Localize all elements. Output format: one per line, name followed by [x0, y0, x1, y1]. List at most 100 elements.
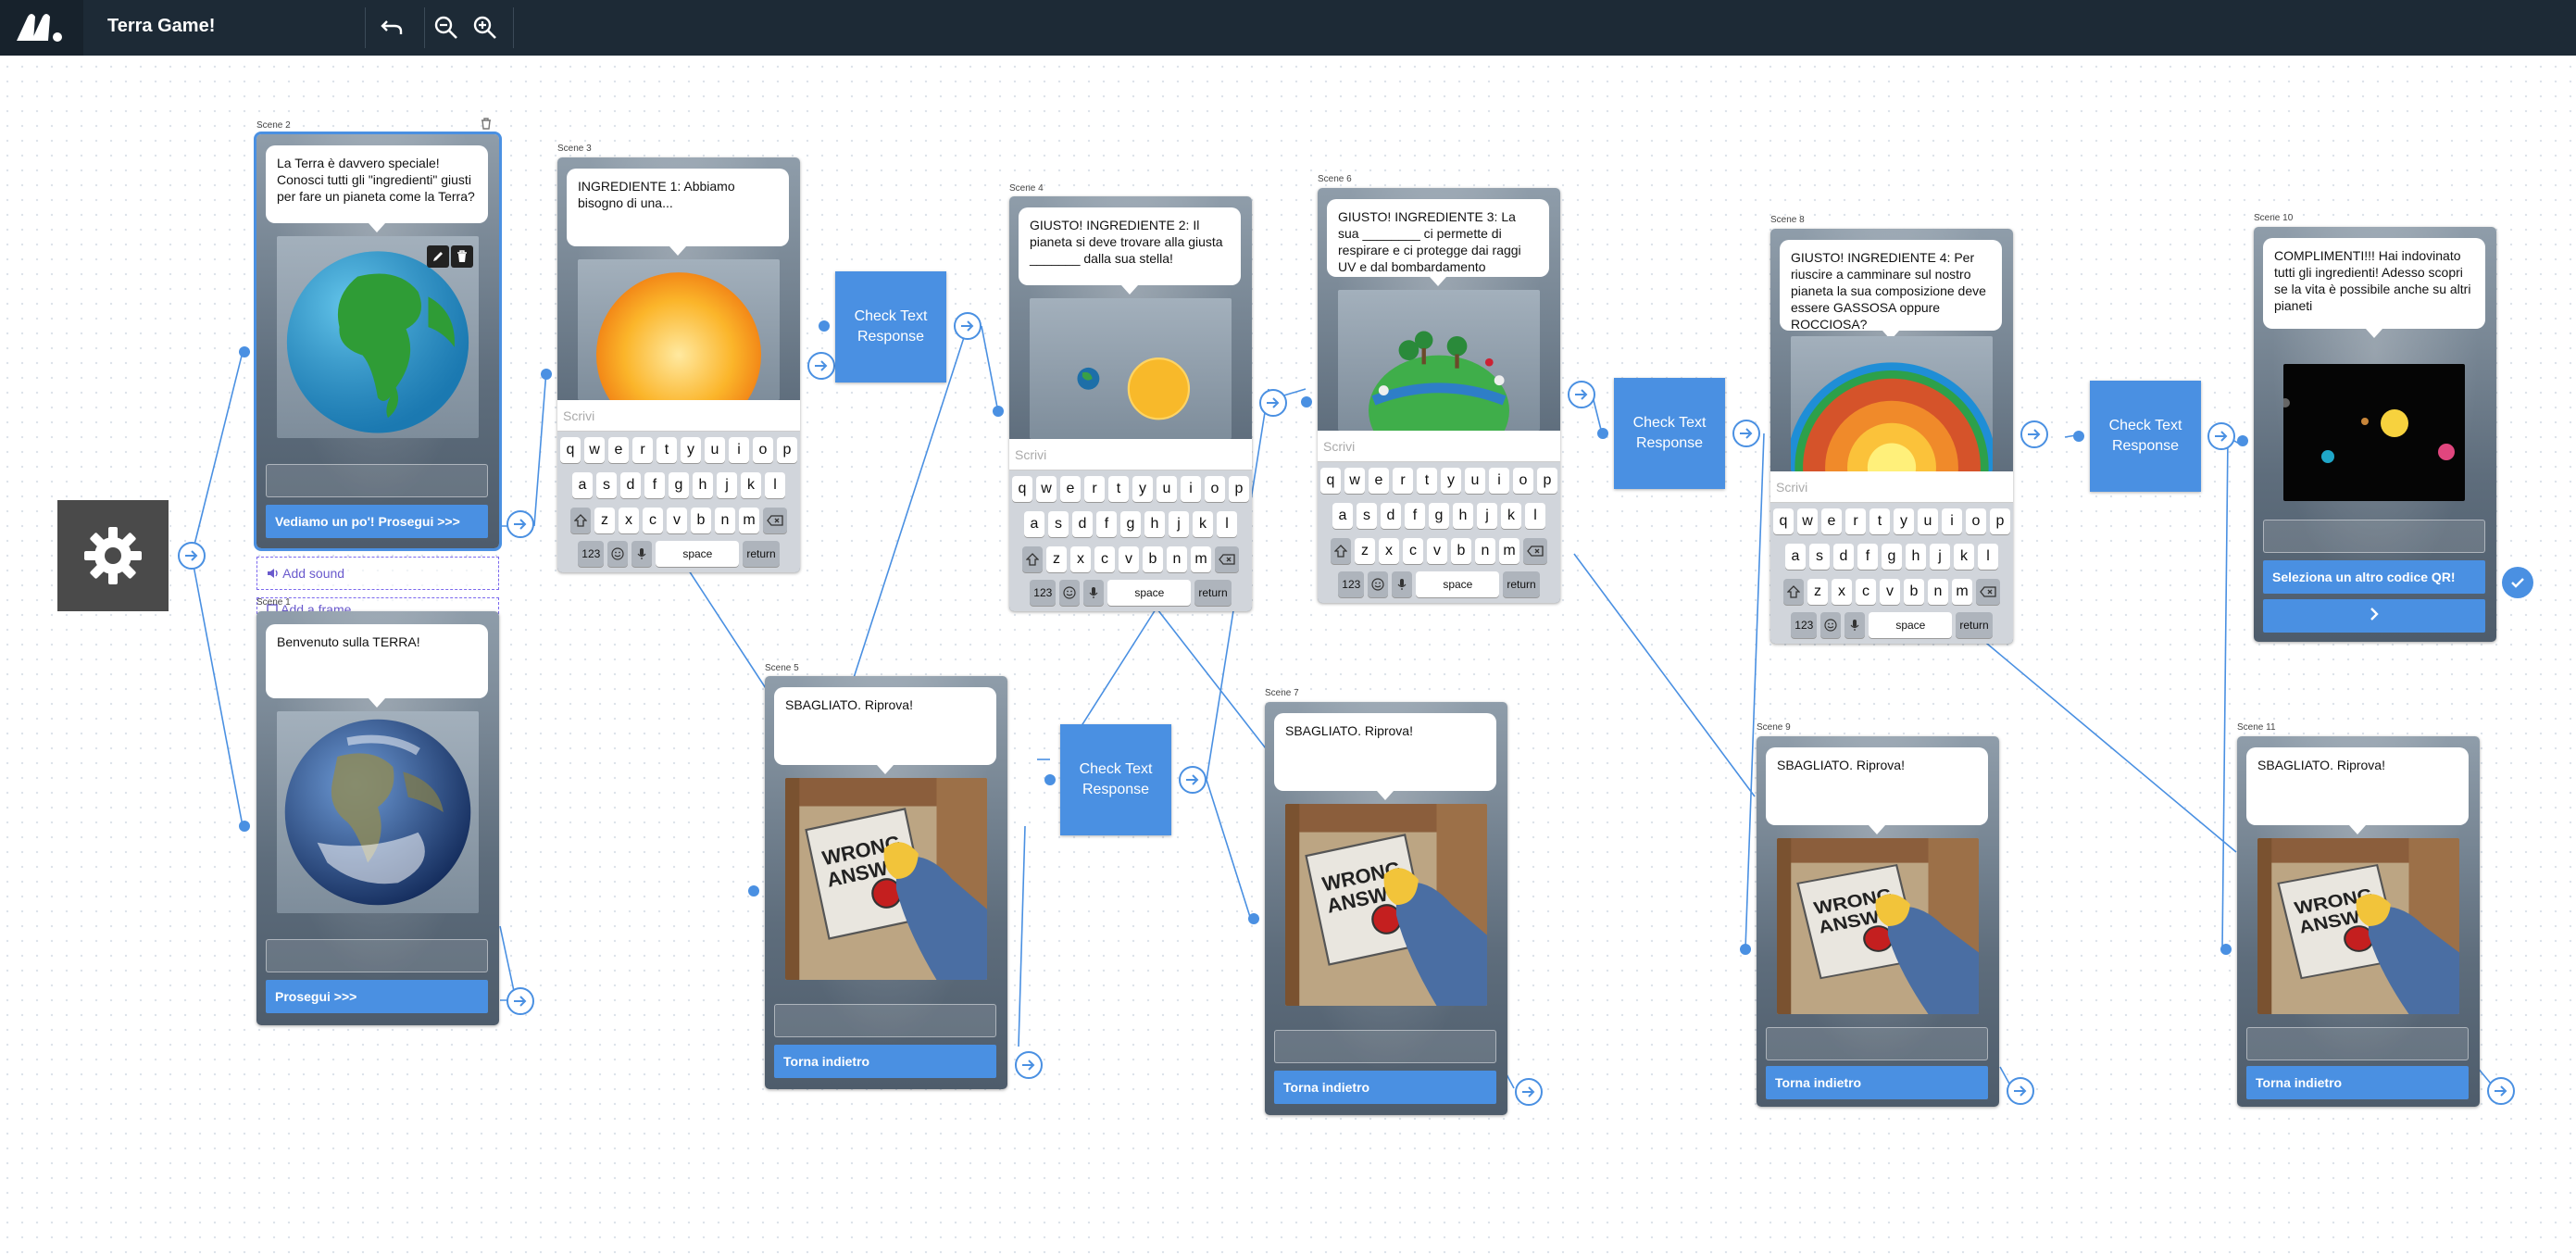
- keyboard-key[interactable]: i: [1489, 468, 1509, 494]
- keyboard-key[interactable]: t: [657, 437, 677, 463]
- backspace-key[interactable]: [763, 508, 787, 533]
- shift-key[interactable]: [1022, 546, 1043, 572]
- keyboard-key[interactable]: c: [1856, 579, 1876, 605]
- return-key[interactable]: return: [1503, 571, 1540, 597]
- scene-button[interactable]: Seleziona un altro codice QR!: [2263, 560, 2485, 594]
- keyboard-text-input[interactable]: Scrivi: [1318, 431, 1560, 462]
- keyboard-key[interactable]: b: [1451, 538, 1471, 564]
- keyboard-key[interactable]: z: [1046, 546, 1067, 572]
- keyboard-key[interactable]: a: [1785, 544, 1806, 570]
- emoji-key[interactable]: [1820, 612, 1842, 638]
- scene-input-dot[interactable]: [1740, 944, 1751, 955]
- keyboard-key[interactable]: m: [739, 508, 759, 533]
- add-sound-option[interactable]: Add sound: [256, 557, 499, 590]
- keyboard-key[interactable]: o: [753, 437, 773, 463]
- keyboard-key[interactable]: k: [1954, 544, 1974, 570]
- keyboard-key[interactable]: u: [1465, 468, 1485, 494]
- keyboard-key[interactable]: o: [1966, 508, 1986, 534]
- keyboard-key[interactable]: b: [1904, 579, 1924, 605]
- keyboard-key[interactable]: e: [608, 437, 629, 463]
- microphone-key[interactable]: [1392, 571, 1413, 597]
- keyboard-key[interactable]: s: [1809, 544, 1830, 570]
- keyboard-key[interactable]: u: [1918, 508, 1938, 534]
- keyboard-key[interactable]: f: [1857, 544, 1878, 570]
- trash-icon[interactable]: [480, 117, 493, 130]
- keyboard-key[interactable]: s: [1357, 503, 1377, 529]
- scene9-output-port[interactable]: [2007, 1077, 2034, 1105]
- node-input-dot[interactable]: [1597, 428, 1608, 439]
- keyboard-text-input[interactable]: Scrivi: [1770, 471, 2013, 503]
- keyboard-key[interactable]: p: [1229, 476, 1249, 502]
- keyboard-key[interactable]: n: [1475, 538, 1495, 564]
- keyboard-key[interactable]: n: [1167, 546, 1187, 572]
- scene-input-dot[interactable]: [239, 821, 250, 832]
- keyboard-key[interactable]: f: [1405, 503, 1425, 529]
- scene2-output-port[interactable]: [506, 510, 534, 538]
- keyboard-key[interactable]: w: [1344, 468, 1365, 494]
- keyboard-key[interactable]: m: [1191, 546, 1211, 572]
- keyboard-key[interactable]: o: [1513, 468, 1533, 494]
- check3-output-port[interactable]: [1732, 420, 1760, 447]
- scene-card[interactable]: Benvenuto sulla TERRA! Prosegui >>>: [256, 611, 499, 1025]
- keyboard-key[interactable]: t: [1869, 508, 1890, 534]
- space-key[interactable]: space: [1416, 571, 1500, 597]
- backspace-key[interactable]: [1976, 579, 2000, 605]
- keyboard-key[interactable]: a: [1024, 511, 1044, 537]
- keyboard-key[interactable]: x: [1070, 546, 1091, 572]
- backspace-key[interactable]: [1215, 546, 1239, 572]
- keyboard-key[interactable]: g: [1120, 511, 1141, 537]
- scene11-output-port[interactable]: [2487, 1077, 2515, 1105]
- shift-key[interactable]: [1783, 579, 1804, 605]
- keyboard-key[interactable]: x: [1832, 579, 1852, 605]
- space-key[interactable]: space: [1869, 612, 1953, 638]
- keyboard-key[interactable]: h: [693, 472, 713, 498]
- keyboard-key[interactable]: x: [1379, 538, 1399, 564]
- keyboard-key[interactable]: l: [765, 472, 785, 498]
- keyboard-key[interactable]: d: [1833, 544, 1854, 570]
- numbers-key[interactable]: 123: [1030, 580, 1057, 606]
- keyboard-key[interactable]: w: [584, 437, 605, 463]
- keyboard-key[interactable]: h: [1906, 544, 1926, 570]
- scene-input-dot[interactable]: [2220, 944, 2232, 955]
- keyboard-key[interactable]: m: [1952, 579, 1972, 605]
- keyboard-key[interactable]: g: [1429, 503, 1449, 529]
- scene-card[interactable]: GIUSTO! INGREDIENTE 4: Per riuscire a ca…: [1770, 229, 2013, 644]
- scene-button[interactable]: Torna indietro: [1766, 1066, 1988, 1099]
- scene4-output-port[interactable]: [1259, 389, 1287, 417]
- app-logo[interactable]: [0, 0, 83, 56]
- scene-button[interactable]: Torna indietro: [774, 1045, 996, 1078]
- keyboard-key[interactable]: d: [1072, 511, 1093, 537]
- emoji-key[interactable]: [607, 541, 629, 567]
- keyboard-key[interactable]: v: [1427, 538, 1447, 564]
- keyboard-key[interactable]: n: [715, 508, 735, 533]
- scene-card[interactable]: GIUSTO! INGREDIENTE 2: Il pianeta si dev…: [1009, 196, 1252, 611]
- keyboard-key[interactable]: j: [1169, 511, 1189, 537]
- keyboard-key[interactable]: p: [1537, 468, 1557, 494]
- scene1-output-port[interactable]: [506, 987, 534, 1015]
- backspace-key[interactable]: [1523, 538, 1547, 564]
- scene-button[interactable]: Prosegui >>>: [266, 980, 488, 1013]
- scene3-output-port[interactable]: [807, 352, 835, 380]
- keyboard-key[interactable]: e: [1369, 468, 1389, 494]
- keyboard-key[interactable]: t: [1417, 468, 1437, 494]
- return-key[interactable]: return: [743, 541, 780, 567]
- keyboard-key[interactable]: o: [1205, 476, 1225, 502]
- edit-image-button[interactable]: [427, 245, 449, 268]
- scene-card[interactable]: INGREDIENTE 1: Abbiamo bisogno di una...…: [557, 157, 800, 572]
- keyboard-key[interactable]: r: [1393, 468, 1413, 494]
- scene-card[interactable]: GIUSTO! INGREDIENTE 3: La sua ________ c…: [1318, 188, 1560, 603]
- keyboard-key[interactable]: k: [1501, 503, 1521, 529]
- keyboard-key[interactable]: q: [1320, 468, 1341, 494]
- keyboard-key[interactable]: j: [1477, 503, 1497, 529]
- scene-input-dot[interactable]: [541, 369, 552, 380]
- undo-button[interactable]: [375, 11, 408, 44]
- keyboard-key[interactable]: c: [1094, 546, 1115, 572]
- microphone-key[interactable]: [1083, 580, 1105, 606]
- keyboard-key[interactable]: y: [1894, 508, 1914, 534]
- keyboard-text-input[interactable]: Scrivi: [557, 400, 800, 432]
- zoom-out-button[interactable]: [430, 11, 463, 44]
- keyboard-key[interactable]: l: [1978, 544, 1998, 570]
